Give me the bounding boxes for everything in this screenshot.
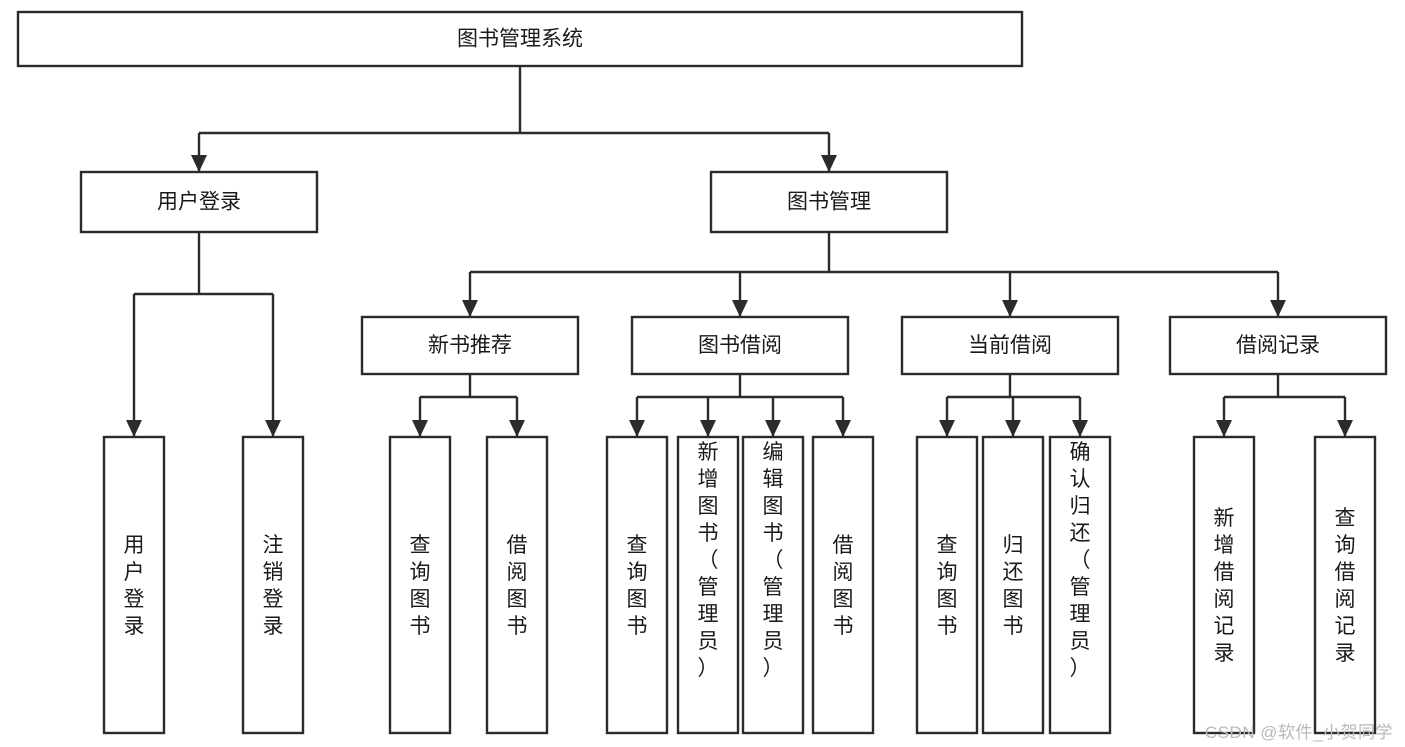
edge-group-new-book-rec [412, 374, 525, 437]
arrow-head-icon [126, 420, 142, 437]
node-box-user-login [79, 170, 319, 234]
edge-group-book-borrow [629, 374, 851, 437]
edge-group-book-manage [462, 232, 1286, 317]
node-box-borrow-record [1168, 315, 1388, 376]
edge-group-borrow-record [1216, 374, 1353, 437]
node-current-borrow[interactable]: 当前借阅 [900, 315, 1120, 376]
arrow-head-icon [835, 420, 851, 437]
node-label-leaf-cur-confirm-return: 确认归还（管理员） [1070, 441, 1091, 680]
node-leaf-user-logout[interactable]: 注销登录 [241, 435, 305, 735]
node-leaf-rec-query-record[interactable]: 查询借阅记录 [1313, 435, 1377, 735]
node-label-borrow-record: 借阅记录 [1236, 334, 1320, 357]
node-borrow-record[interactable]: 借阅记录 [1168, 315, 1388, 376]
arrow-head-icon [191, 155, 207, 172]
node-label-leaf-user-logout: 注销登录 [263, 534, 284, 638]
node-user-login[interactable]: 用户登录 [79, 170, 319, 234]
node-box-book-borrow [630, 315, 850, 376]
node-label-leaf-rec-query-book: 查询图书 [410, 534, 431, 638]
node-box-leaf-borrow-query-book [605, 435, 669, 735]
node-box-leaf-user-login [102, 435, 166, 735]
edge-group-current-borrow [939, 374, 1088, 437]
edge-group-user-login [126, 232, 281, 437]
node-box-new-book-rec [360, 315, 580, 376]
node-label-new-book-rec: 新书推荐 [428, 334, 512, 357]
node-box-leaf-rec-add-record [1192, 435, 1256, 735]
arrow-head-icon [1002, 300, 1018, 317]
node-label-root: 图书管理系统 [457, 28, 583, 51]
node-label-book-manage: 图书管理 [787, 191, 871, 214]
node-box-leaf-user-logout [241, 435, 305, 735]
arrow-head-icon [509, 420, 525, 437]
arrow-head-icon [265, 420, 281, 437]
node-new-book-rec[interactable]: 新书推荐 [360, 315, 580, 376]
arrow-head-icon [821, 155, 837, 172]
arrow-head-icon [462, 300, 478, 317]
node-leaf-user-login[interactable]: 用户登录 [102, 435, 166, 735]
node-box-book-manage [709, 170, 949, 234]
arrow-head-icon [412, 420, 428, 437]
node-box-leaf-borrow-borrow-book [811, 435, 875, 735]
edge-group-root [191, 66, 837, 172]
node-label-leaf-borrow-edit-book: 编辑图书（管理员） [763, 441, 784, 680]
arrow-head-icon [1216, 420, 1232, 437]
node-label-current-borrow: 当前借阅 [968, 334, 1052, 357]
node-box-leaf-cur-confirm-return [1048, 435, 1112, 735]
node-label-leaf-borrow-add-book: 新增图书（管理员） [698, 441, 719, 680]
arrow-head-icon [765, 420, 781, 437]
arrow-head-icon [1270, 300, 1286, 317]
node-leaf-cur-query-book[interactable]: 查询图书 [915, 435, 979, 735]
node-leaf-rec-query-book[interactable]: 查询图书 [388, 435, 452, 735]
node-label-user-login: 用户登录 [157, 191, 241, 214]
arrow-head-icon [1005, 420, 1021, 437]
node-box-current-borrow [900, 315, 1120, 376]
node-leaf-cur-confirm-return[interactable]: 确认归还（管理员） [1048, 435, 1112, 735]
node-box-leaf-rec-query-record [1313, 435, 1377, 735]
node-box-leaf-cur-query-book [915, 435, 979, 735]
nodes-layer: 图书管理系统用户登录图书管理新书推荐图书借阅当前借阅借阅记录用户登录注销登录查询… [16, 10, 1388, 735]
arrow-head-icon [939, 420, 955, 437]
node-label-leaf-borrow-borrow-book: 借阅图书 [833, 534, 854, 638]
node-leaf-rec-add-record[interactable]: 新增借阅记录 [1192, 435, 1256, 735]
node-label-book-borrow: 图书借阅 [698, 334, 782, 357]
arrow-head-icon [732, 300, 748, 317]
node-leaf-rec-borrow-book[interactable]: 借阅图书 [485, 435, 549, 735]
node-box-root [16, 10, 1024, 68]
node-label-leaf-borrow-query-book: 查询图书 [627, 534, 648, 638]
node-book-manage[interactable]: 图书管理 [709, 170, 949, 234]
node-leaf-borrow-query-book[interactable]: 查询图书 [605, 435, 669, 735]
node-root[interactable]: 图书管理系统 [16, 10, 1024, 68]
node-box-leaf-rec-borrow-book [485, 435, 549, 735]
node-book-borrow[interactable]: 图书借阅 [630, 315, 850, 376]
arrow-head-icon [1072, 420, 1088, 437]
node-label-leaf-cur-return-book: 归还图书 [1003, 534, 1024, 638]
node-label-leaf-rec-borrow-book: 借阅图书 [507, 534, 528, 638]
node-box-leaf-borrow-add-book [676, 435, 740, 735]
node-box-leaf-cur-return-book [981, 435, 1045, 735]
node-leaf-borrow-add-book[interactable]: 新增图书（管理员） [676, 435, 740, 735]
node-leaf-borrow-borrow-book[interactable]: 借阅图书 [811, 435, 875, 735]
arrow-head-icon [700, 420, 716, 437]
arrow-head-icon [629, 420, 645, 437]
node-box-leaf-borrow-edit-book [741, 435, 805, 735]
node-label-leaf-rec-query-record: 查询借阅记录 [1335, 507, 1356, 665]
node-label-leaf-rec-add-record: 新增借阅记录 [1214, 507, 1235, 665]
arrow-head-icon [1337, 420, 1353, 437]
edges-layer [126, 66, 1353, 437]
node-leaf-borrow-edit-book[interactable]: 编辑图书（管理员） [741, 435, 805, 735]
node-label-leaf-cur-query-book: 查询图书 [937, 534, 958, 638]
node-leaf-cur-return-book[interactable]: 归还图书 [981, 435, 1045, 735]
node-box-leaf-rec-query-book [388, 435, 452, 735]
node-label-leaf-user-login: 用户登录 [124, 534, 145, 638]
